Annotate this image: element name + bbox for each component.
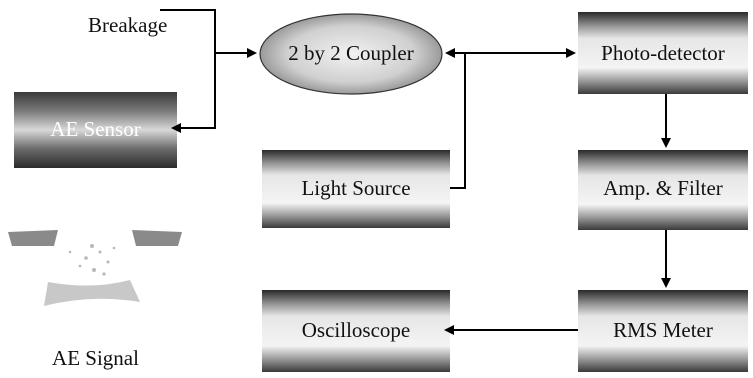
branch-to-ae-sensor-line — [171, 53, 216, 133]
rms-meter-box — [578, 290, 748, 372]
light-source-label: Light Source — [301, 176, 411, 200]
oscilloscope-box — [262, 290, 450, 372]
rms-meter-label: RMS Meter — [613, 318, 713, 342]
photodetector-label: Photo-detector — [601, 41, 725, 65]
oscilloscope-label: Oscilloscope — [301, 318, 411, 342]
amp-filter-box — [578, 150, 748, 230]
light-source-to-coupler-line — [450, 53, 466, 189]
coupler-label: 2 by 2 Coupler — [288, 41, 414, 65]
breakage-label: Breakage — [88, 13, 168, 37]
amp-filter-label: Amp. & Filter — [603, 176, 723, 200]
breakage-to-coupler-line — [160, 9, 257, 58]
ae-sensor-label: AE Sensor — [50, 117, 141, 141]
ae-sensor-box — [14, 92, 177, 168]
ae-signal-label: AE Signal — [52, 346, 139, 370]
ae-signal-illustration — [8, 230, 182, 306]
light-source-box — [262, 150, 450, 228]
coupler-ellipse — [259, 13, 443, 95]
photodetector-box — [578, 12, 748, 94]
